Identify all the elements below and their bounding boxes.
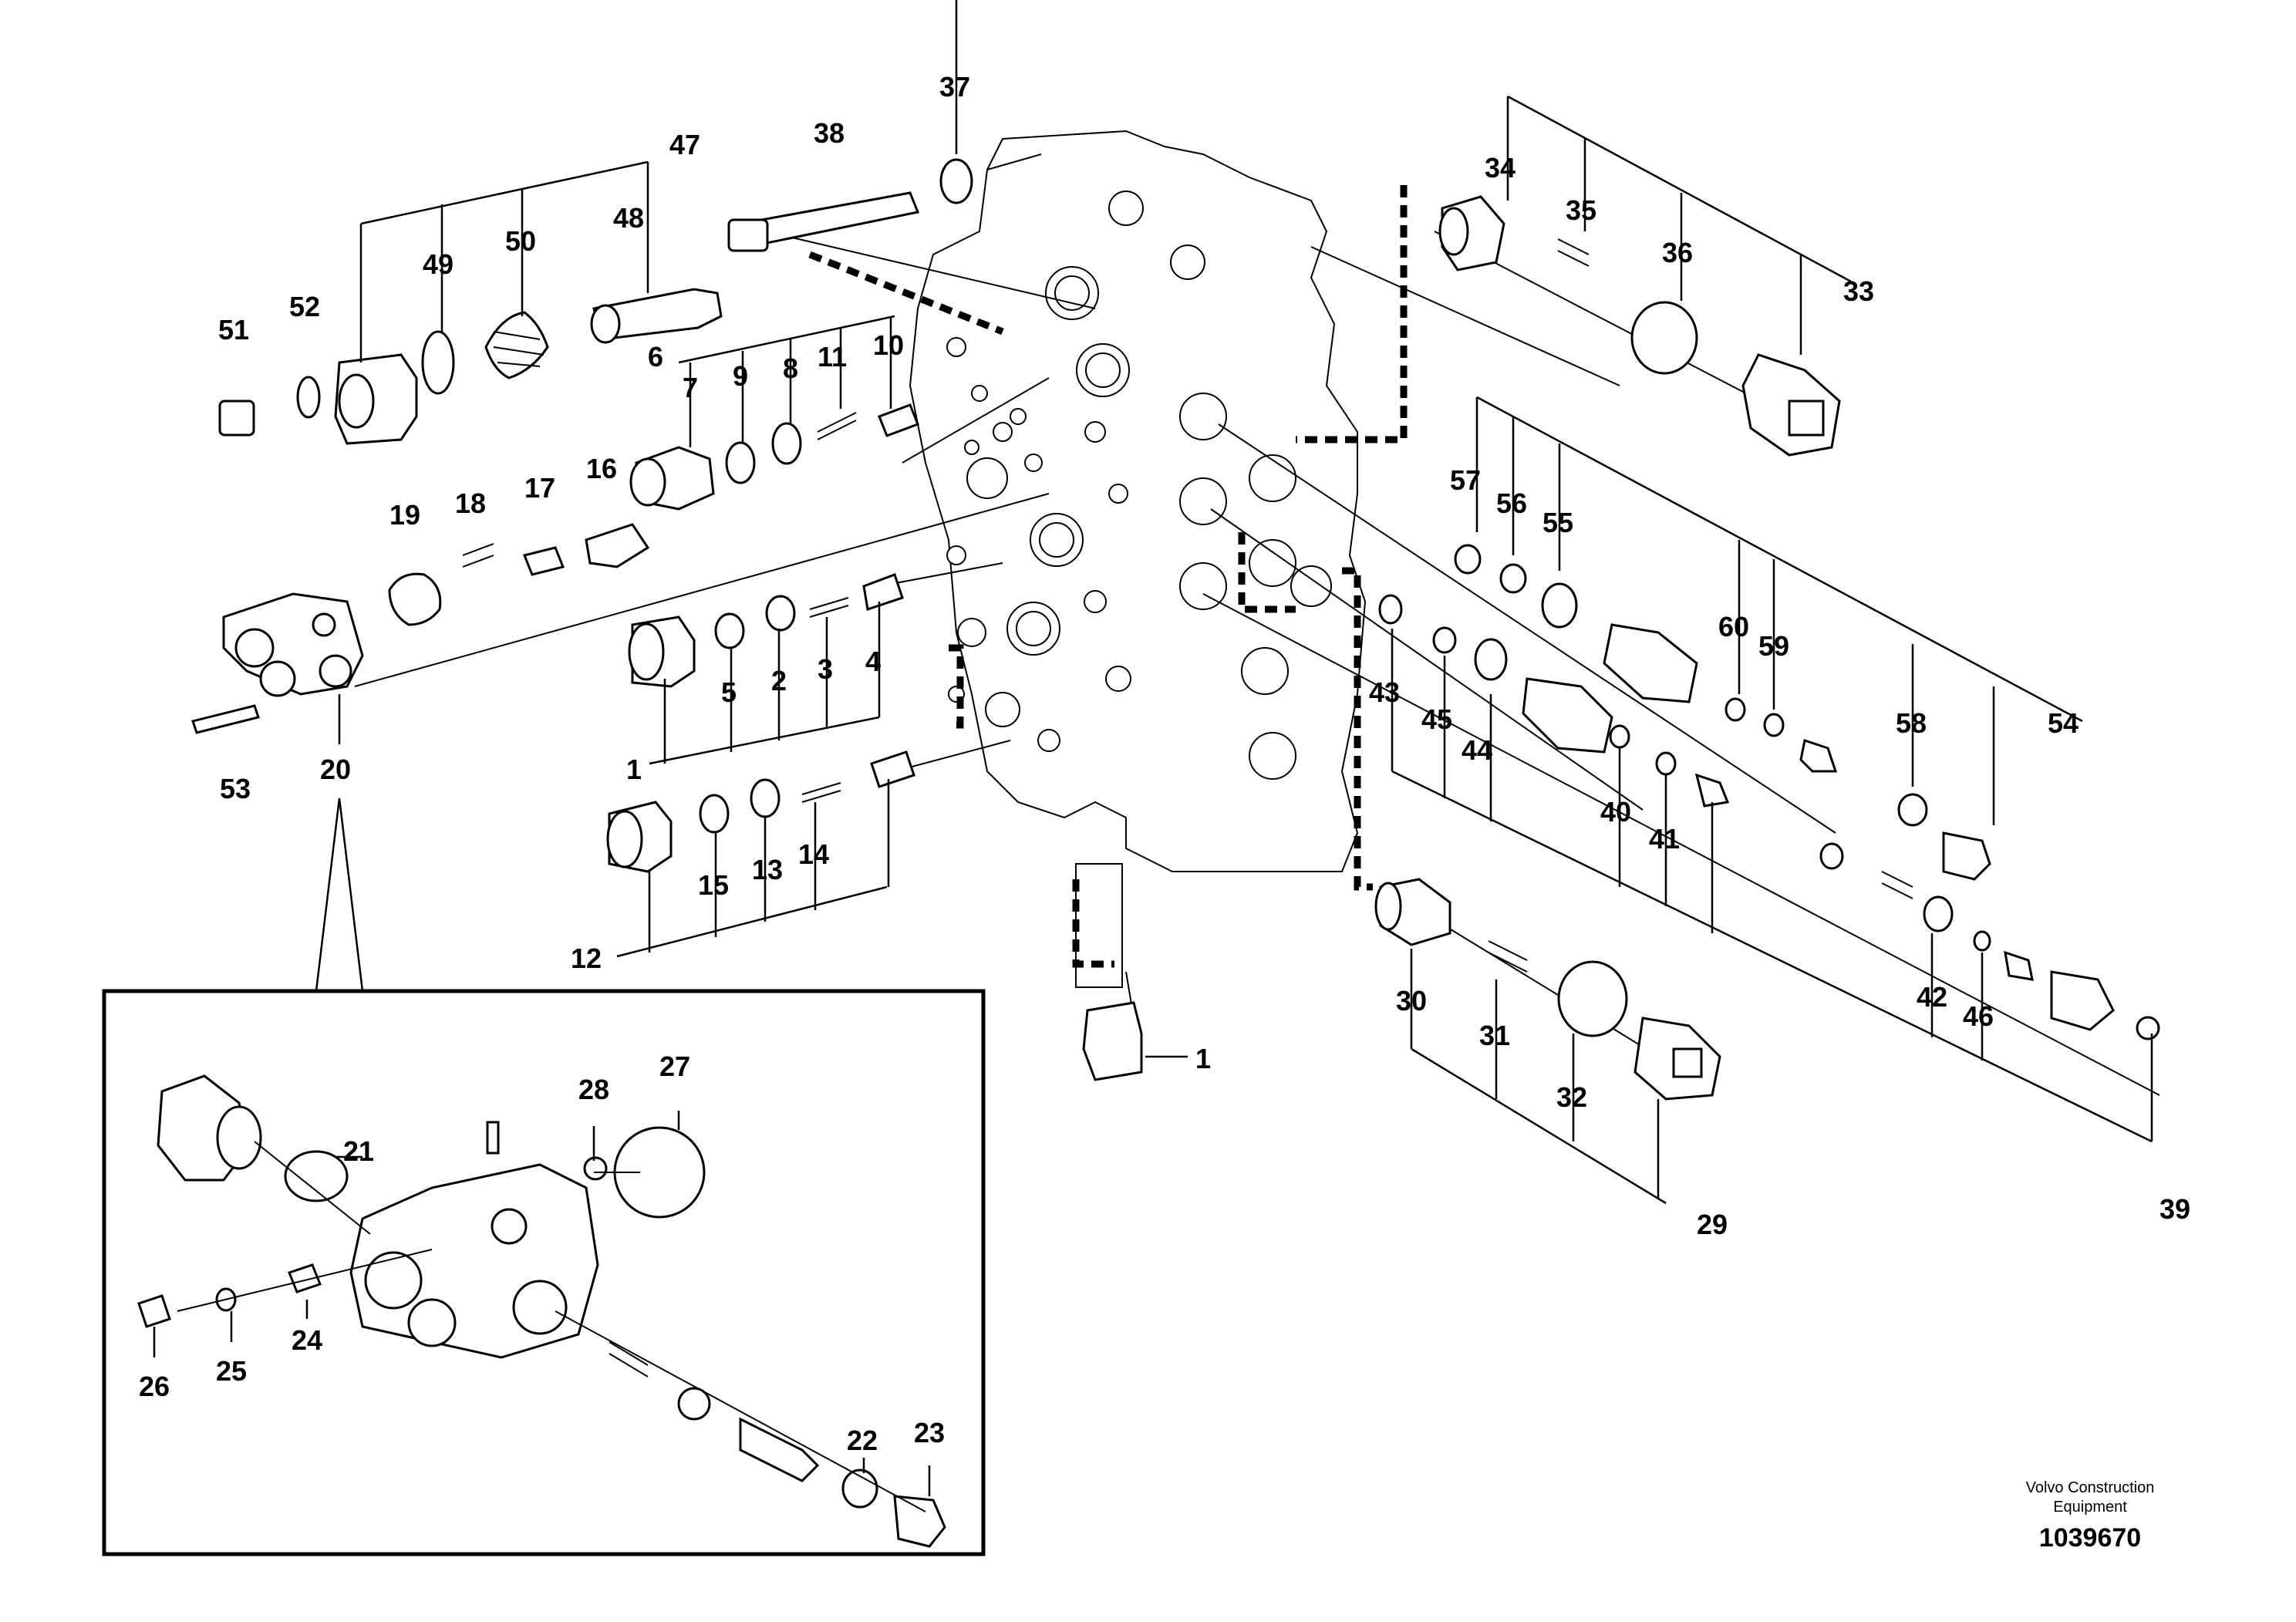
callout-6: 6 (648, 341, 663, 373)
callout-4: 4 (865, 646, 881, 677)
callout-17: 17 (524, 472, 555, 504)
callout-19: 19 (389, 499, 420, 531)
callout-14: 14 (798, 838, 829, 870)
callout-11: 11 (818, 341, 847, 373)
callout-12: 12 (571, 943, 602, 974)
callout-46: 46 (1963, 1000, 1994, 1032)
callout-5: 5 (721, 676, 737, 708)
callout-60: 60 (1718, 611, 1749, 642)
callout-29: 29 (1697, 1209, 1728, 1240)
callout-20: 20 (320, 754, 351, 785)
callout-18: 18 (455, 487, 486, 519)
callout-45: 45 (1421, 703, 1452, 735)
callout-43: 43 (1369, 676, 1400, 708)
part-group-54 (1454, 544, 1991, 881)
callout-34: 34 (1485, 152, 1515, 184)
callout-30: 30 (1396, 985, 1427, 1017)
valve-body (909, 130, 1367, 988)
callout-25: 25 (216, 1355, 247, 1387)
leader-lines (153, 0, 2153, 1496)
callout-48: 48 (613, 202, 644, 234)
part-plug-1b (1082, 1001, 1143, 1081)
callout-41: 41 (1649, 823, 1680, 855)
footer: Volvo Construction Equipment 1039670 (2026, 1479, 2155, 1553)
part-group-12 (606, 750, 915, 873)
part-group-39 (1378, 594, 2160, 1040)
callout-42: 42 (1917, 981, 1947, 1013)
callout-9: 9 (733, 360, 748, 392)
callout-53: 53 (220, 773, 251, 804)
callout-15: 15 (698, 869, 729, 901)
callout-2: 2 (771, 665, 787, 696)
callout-31: 31 (1479, 1020, 1510, 1051)
callout-36: 36 (1662, 237, 1693, 268)
callout-56: 56 (1496, 487, 1527, 519)
callout-28: 28 (578, 1074, 609, 1105)
callout-23: 23 (914, 1417, 945, 1448)
callout-50: 50 (505, 225, 536, 257)
callout-22: 22 (847, 1425, 878, 1456)
detail-inset (102, 798, 986, 1556)
callout-1: 1 (626, 754, 642, 785)
part-group-47 (218, 158, 973, 445)
callout-1b: 1 (1195, 1043, 1211, 1074)
callout-40: 40 (1600, 796, 1631, 828)
callout-7: 7 (683, 372, 698, 403)
callout-54: 54 (2048, 707, 2079, 739)
callout-10: 10 (873, 329, 904, 361)
callout-13: 13 (752, 854, 783, 885)
callout-57: 57 (1450, 464, 1481, 496)
routing-lines (808, 185, 1408, 968)
callout-3: 3 (818, 653, 833, 685)
callout-47: 47 (669, 129, 700, 160)
callout-44: 44 (1462, 734, 1492, 766)
callout-27: 27 (659, 1050, 690, 1082)
callout-33: 33 (1843, 275, 1874, 307)
callout-55: 55 (1542, 507, 1573, 538)
callout-labels: 1 2 3 4 5 6 7 8 9 10 11 12 13 14 15 16 1… (139, 71, 2190, 1456)
part-group-1 (628, 573, 904, 688)
callout-49: 49 (423, 248, 453, 280)
part-group-6 (629, 403, 919, 511)
part-group-33 (1438, 195, 1841, 457)
callout-38: 38 (814, 117, 845, 149)
callout-59: 59 (1758, 630, 1789, 662)
callout-26: 26 (139, 1371, 170, 1402)
part-group-29 (1374, 878, 1721, 1101)
callout-58: 58 (1896, 707, 1927, 739)
callout-39: 39 (2159, 1193, 2190, 1225)
callout-52: 52 (289, 291, 320, 322)
part-group-20 (191, 523, 650, 734)
callout-16: 16 (586, 453, 617, 484)
axis-lines (354, 153, 2160, 1096)
callout-35: 35 (1566, 194, 1596, 226)
callout-21: 21 (343, 1135, 374, 1167)
brand-line-2: Equipment (2053, 1499, 2127, 1516)
callout-37: 37 (939, 71, 970, 103)
callout-51: 51 (218, 314, 249, 346)
callout-8: 8 (783, 352, 798, 384)
callout-32: 32 (1556, 1081, 1587, 1113)
drawing-number: 1039670 (2039, 1523, 2141, 1553)
brand-line-1: Volvo Construction (2026, 1479, 2155, 1496)
callout-24: 24 (292, 1324, 322, 1356)
